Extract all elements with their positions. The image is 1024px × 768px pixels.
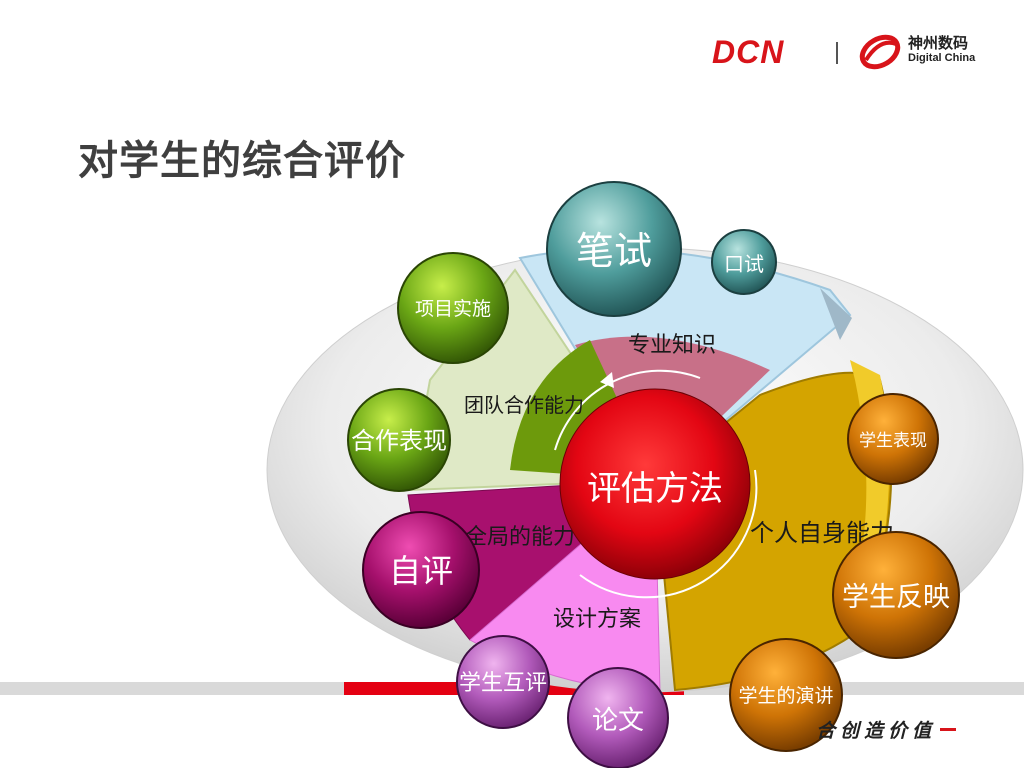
bubble-label: 学生反映 (842, 582, 950, 613)
bubble-label: 自评 (389, 552, 453, 590)
digital-china-swirl-icon (859, 34, 901, 70)
bubble-label: 笔试 (576, 229, 652, 273)
bubble-peer-evaluation: 学生互评 (456, 635, 550, 729)
dcn-logo-text: DCN (712, 34, 785, 70)
bubble-self-evaluation: 自评 (362, 511, 480, 629)
logo-separator (836, 42, 838, 64)
segment-label-team: 团队合作能力 (464, 393, 584, 417)
company-name-en: Digital China (908, 52, 976, 64)
bubble-cooperation-performance: 合作表现 (347, 388, 451, 492)
footer-slogan: 合创造价值 (816, 720, 937, 742)
bubble-label: 学生的演讲 (738, 685, 833, 707)
slide-title: 对学生的综合评价 (78, 138, 406, 184)
center-circle (559, 388, 751, 580)
bubble-written-exam: 笔试 (546, 181, 682, 317)
slogan-dash (940, 728, 956, 731)
bubble-student-performance: 学生表现 (847, 393, 939, 485)
bubble-project-implementation: 项目实施 (397, 252, 509, 364)
bubble-student-feedback: 学生反映 (832, 531, 960, 659)
bubble-label: 口试 (724, 252, 764, 276)
company-name-cn: 神州数码 (908, 34, 969, 52)
segment-label-design: 设计方案 (553, 607, 641, 632)
company-logo: DCN 神州数码 Digital China (712, 24, 992, 76)
bubble-label: 合作表现 (351, 427, 447, 455)
bubble-label: 项目实施 (415, 298, 491, 320)
bubble-student-speech: 学生的演讲 (729, 638, 843, 752)
bubble-label: 论文 (592, 706, 644, 736)
cycle-arrow-bottom (579, 469, 758, 599)
arrow-head-icon (600, 372, 614, 388)
segment-label-professional: 专业知识 (628, 333, 716, 358)
segment-edge (820, 288, 852, 340)
bubble-thesis: 论文 (567, 667, 669, 768)
center-label: 评估方法 (587, 469, 723, 509)
bubble-label: 学生互评 (459, 671, 547, 696)
segment-label-global: 全局的能力 (465, 525, 575, 550)
bubble-label: 学生表现 (859, 431, 927, 451)
bubble-oral-exam: 口试 (711, 229, 777, 295)
